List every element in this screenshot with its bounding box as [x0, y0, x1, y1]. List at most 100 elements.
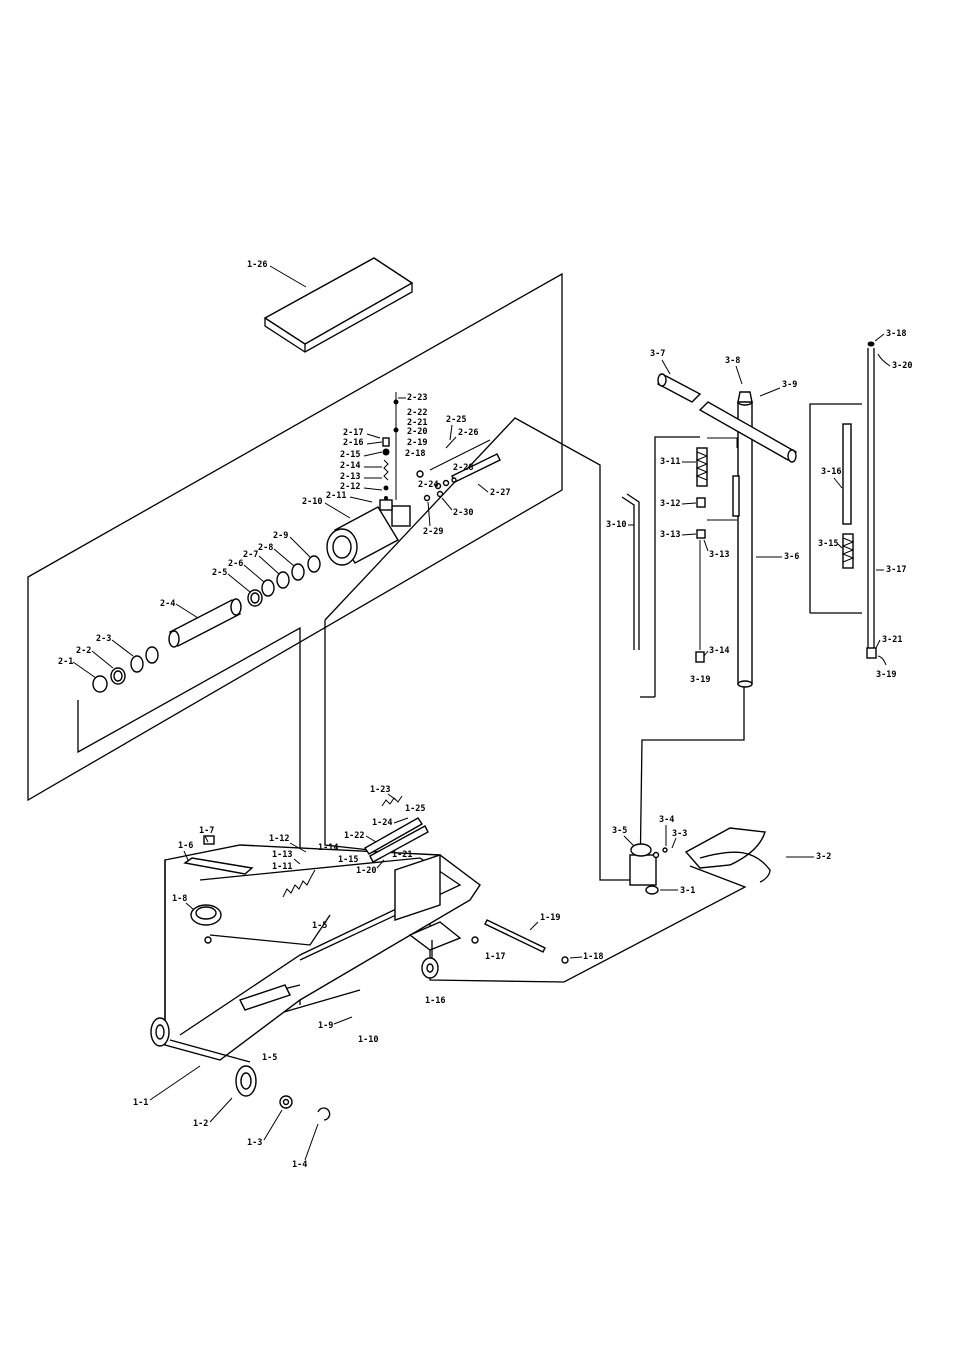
label-3-5: 3-5	[612, 826, 627, 836]
label-1-10: 1-10	[358, 1035, 378, 1045]
label-3-21: 3-21	[882, 635, 902, 645]
label-1-24: 1-24	[372, 818, 392, 828]
lift-arm-spring	[183, 835, 316, 898]
label-2-4: 2-4	[160, 599, 175, 609]
label-1-12: 1-12	[269, 834, 289, 844]
label-1-22: 1-22	[344, 831, 364, 841]
label-1-26: 1-26	[247, 260, 267, 270]
label-2-3: 2-3	[96, 634, 111, 644]
label-1-8: 1-8	[172, 894, 187, 904]
label-2-15: 2-15	[340, 450, 360, 460]
label-2-7: 2-7	[243, 550, 258, 560]
label-1-5b: 1-5	[262, 1053, 277, 1063]
hydraulic-line-outline	[77, 417, 745, 1005]
part-labels: 1-26 2-1 2-2 2-3 2-4 2-5 2-6 2-7 2-8 2-9…	[58, 260, 912, 1170]
label-2-27: 2-27	[490, 488, 510, 498]
label-2-22: 2-22	[407, 408, 427, 418]
label-2-23: 2-23	[407, 393, 427, 403]
label-1-21: 1-21	[392, 850, 412, 860]
handle-assembly-outline	[640, 403, 862, 698]
handle-socket-lever	[684, 827, 771, 883]
swivel-caster	[408, 921, 462, 979]
axle-rod	[471, 919, 569, 964]
label-3-17: 3-17	[886, 565, 906, 575]
label-2-16: 2-16	[343, 438, 363, 448]
label-2-19: 2-19	[407, 438, 427, 448]
label-1-3: 1-3	[247, 1138, 262, 1148]
label-1-25: 1-25	[405, 804, 425, 814]
label-2-13: 2-13	[340, 472, 360, 482]
label-3-16: 3-16	[821, 467, 841, 477]
saddle	[190, 904, 222, 944]
label-3-9: 3-9	[782, 380, 797, 390]
label-3-4: 3-4	[659, 815, 674, 825]
label-2-20: 2-20	[407, 427, 427, 437]
label-3-7: 3-7	[650, 349, 665, 359]
label-2-9: 2-9	[273, 531, 288, 541]
label-2-1: 2-1	[58, 657, 73, 667]
label-3-8: 3-8	[725, 356, 740, 366]
piston-ram	[168, 598, 242, 648]
label-3-10: 3-10	[606, 520, 626, 530]
label-3-2: 3-2	[816, 852, 831, 862]
label-1-2: 1-2	[193, 1119, 208, 1129]
release-rod	[416, 439, 501, 502]
label-2-5: 2-5	[212, 568, 227, 578]
label-1-9: 1-9	[318, 1021, 333, 1031]
label-1-13: 1-13	[272, 850, 292, 860]
pump-assembly-outline	[27, 272, 563, 802]
label-2-21: 2-21	[407, 418, 427, 428]
label-2-26: 2-26	[458, 428, 478, 438]
release-handle-rod	[621, 493, 640, 650]
return-spring	[363, 795, 429, 863]
label-2-30: 2-30	[453, 508, 473, 518]
label-3-20: 3-20	[892, 361, 912, 371]
label-1-20: 1-20	[356, 866, 376, 876]
label-2-25: 2-25	[446, 415, 466, 425]
pump-cylinder-body	[326, 499, 411, 566]
label-3-6: 3-6	[784, 552, 799, 562]
label-3-19b: 3-19	[876, 670, 896, 680]
seal-rings	[92, 555, 321, 693]
label-2-12: 2-12	[340, 482, 360, 492]
pump-base	[629, 843, 668, 895]
label-1-5a: 1-5	[312, 921, 327, 931]
label-1-11: 1-11	[272, 862, 292, 872]
label-2-14: 2-14	[340, 461, 360, 471]
label-1-16: 1-16	[425, 996, 445, 1006]
handle-tube	[737, 391, 753, 688]
label-1-19: 1-19	[540, 913, 560, 923]
jack-frame	[164, 844, 481, 1063]
label-3-13b: 3-13	[709, 550, 729, 560]
label-2-10: 2-10	[302, 497, 322, 507]
cover-plate	[263, 257, 414, 353]
label-2-18: 2-18	[405, 449, 425, 459]
right-rod-assembly	[841, 341, 877, 659]
label-2-29: 2-29	[423, 527, 443, 537]
label-2-6: 2-6	[228, 559, 243, 569]
label-1-1: 1-1	[133, 1098, 148, 1108]
label-1-14: 1-14	[318, 843, 338, 853]
label-1-17: 1-17	[485, 952, 505, 962]
label-2-28: 2-28	[453, 463, 473, 473]
label-2-2: 2-2	[76, 646, 91, 656]
label-3-15: 3-15	[818, 539, 838, 549]
label-3-18: 3-18	[886, 329, 906, 339]
label-3-12: 3-12	[660, 499, 680, 509]
label-1-18: 1-18	[583, 952, 603, 962]
label-2-11: 2-11	[326, 491, 346, 501]
handle-grip	[656, 373, 798, 463]
label-3-14: 3-14	[709, 646, 729, 656]
front-wheels	[150, 1017, 331, 1121]
label-3-11: 3-11	[660, 457, 680, 467]
label-3-1: 3-1	[680, 886, 695, 896]
label-3-3: 3-3	[672, 829, 687, 839]
label-1-4: 1-4	[292, 1160, 307, 1170]
label-1-23: 1-23	[370, 785, 390, 795]
label-3-13a: 3-13	[660, 530, 680, 540]
valve-stack	[382, 392, 399, 500]
handle-inner-parts	[695, 437, 740, 663]
label-2-17: 2-17	[343, 428, 363, 438]
label-1-7: 1-7	[199, 826, 214, 836]
